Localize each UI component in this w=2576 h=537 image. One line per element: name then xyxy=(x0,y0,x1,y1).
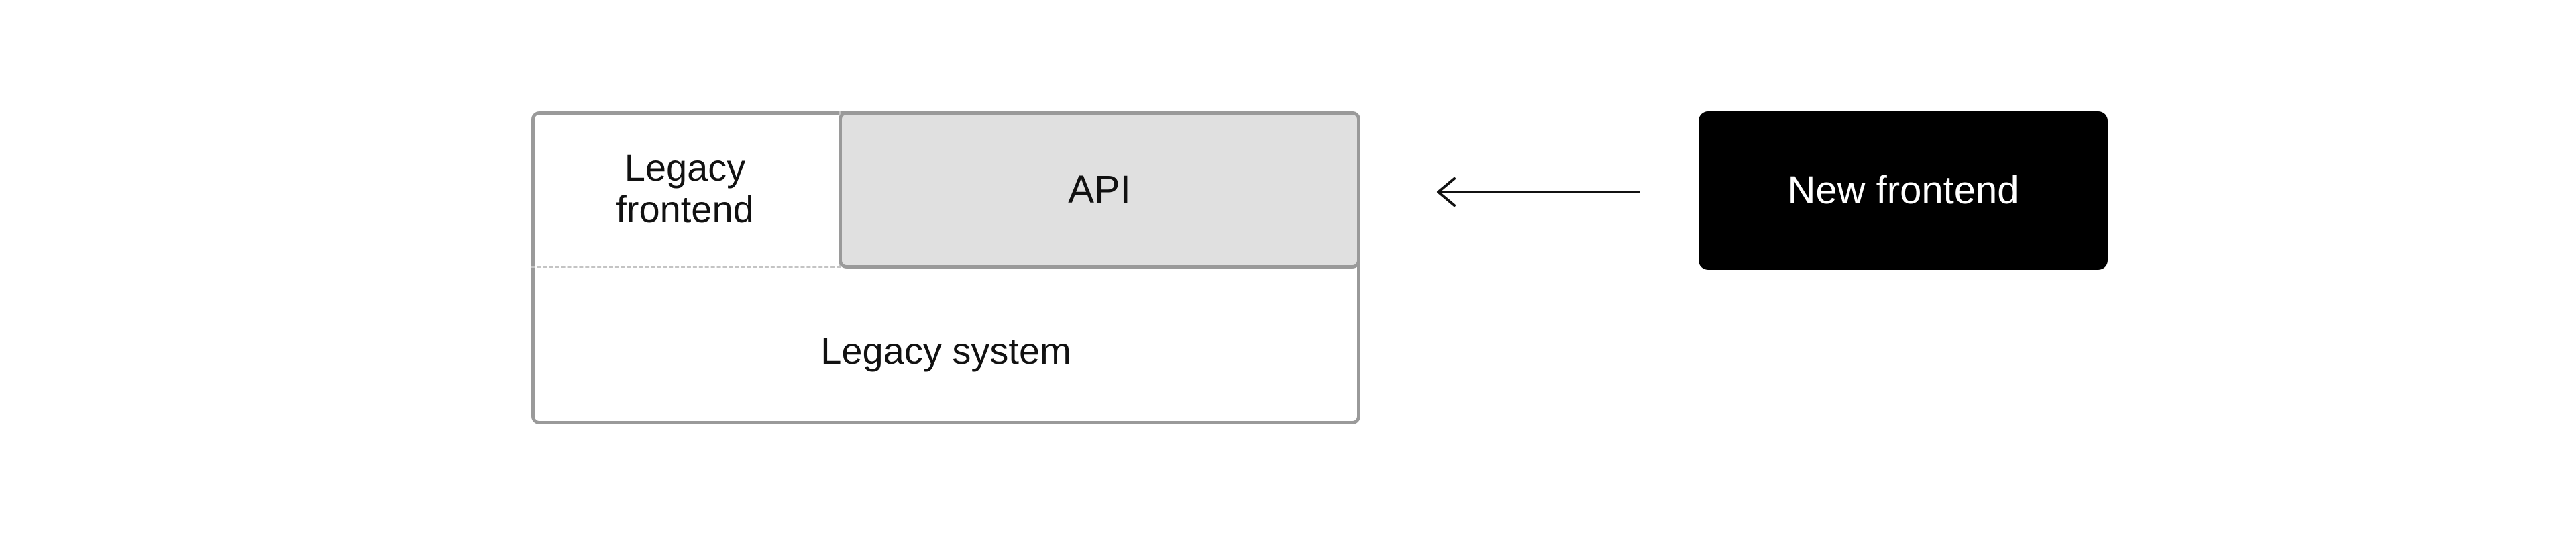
legacy-system-label: Legacy system xyxy=(820,330,1071,372)
legacy-frontend-box: Legacy frontend xyxy=(531,111,841,268)
new-frontend-label: New frontend xyxy=(1787,168,2019,212)
arrow-head xyxy=(1437,177,1456,207)
legacy-frontend-label: Legacy frontend xyxy=(531,147,839,230)
legacy-frontend-label-line-1: Legacy xyxy=(624,146,746,189)
legacy-frontend-label-line-2: frontend xyxy=(616,188,754,230)
new-frontend-box: New frontend xyxy=(1699,111,2108,270)
left-arrow-icon xyxy=(1437,177,1640,207)
api-box: API xyxy=(839,111,1360,268)
api-label: API xyxy=(1068,168,1131,211)
